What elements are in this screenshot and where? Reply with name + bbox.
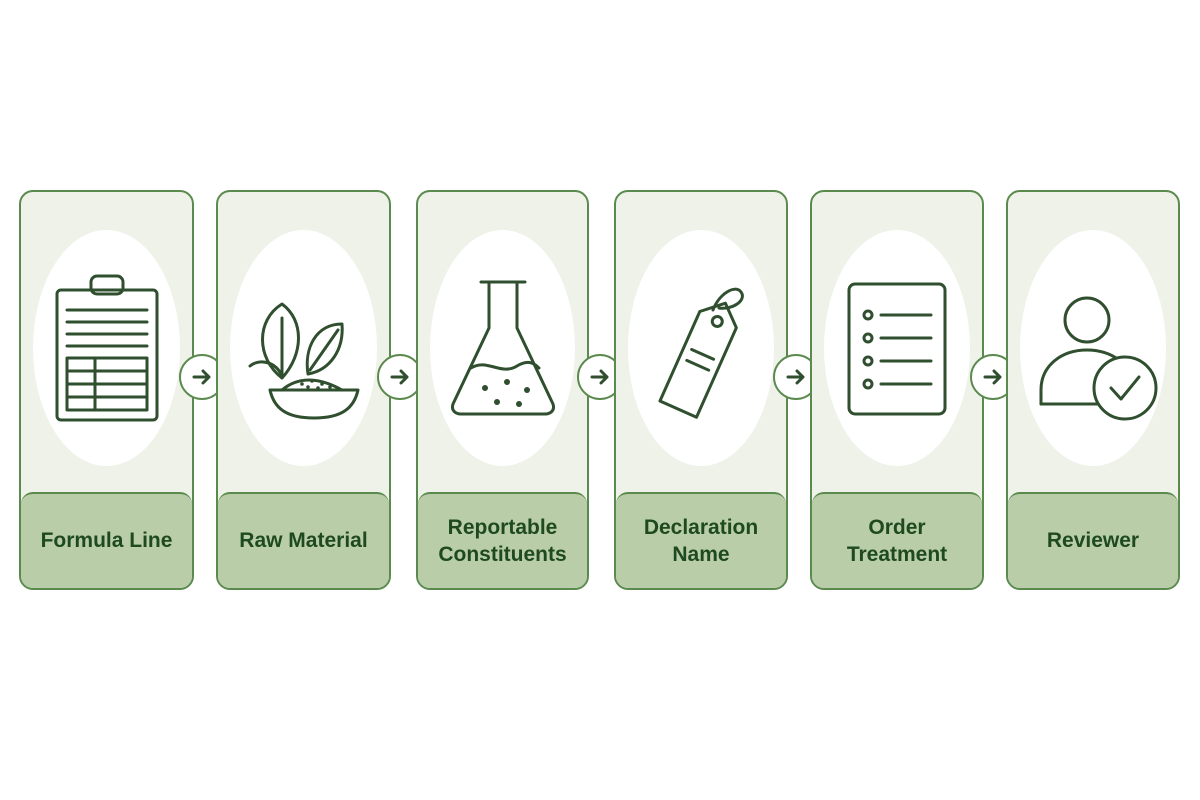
step-label: Declaration Name (616, 492, 786, 588)
step-label: Order Treatment (812, 492, 982, 588)
icon-backdrop (1020, 230, 1166, 466)
leaves-bowl-icon (242, 258, 366, 438)
step-card-formula-line: Formula Line (19, 190, 194, 590)
step-label: Raw Material (218, 492, 389, 588)
clipboard-table-icon (45, 258, 169, 438)
step-label: Formula Line (21, 492, 192, 588)
icon-backdrop (628, 230, 774, 466)
step-label: Reviewer (1008, 492, 1178, 588)
checklist-icon (835, 258, 959, 438)
user-check-icon (1031, 258, 1158, 438)
flask-icon (441, 258, 565, 438)
step-label: Reportable Constituents (418, 492, 587, 588)
step-card-reportable-constituents: Reportable Constituents (416, 190, 589, 590)
step-card-reviewer: Reviewer (1006, 190, 1180, 590)
tag-icon (639, 258, 763, 438)
icon-backdrop (230, 230, 377, 466)
arrow-right-icon (377, 354, 423, 400)
step-card-order-treatment: Order Treatment (810, 190, 984, 590)
step-card-declaration-name: Declaration Name (614, 190, 788, 590)
step-card-raw-material: Raw Material (216, 190, 391, 590)
icon-backdrop (430, 230, 575, 466)
